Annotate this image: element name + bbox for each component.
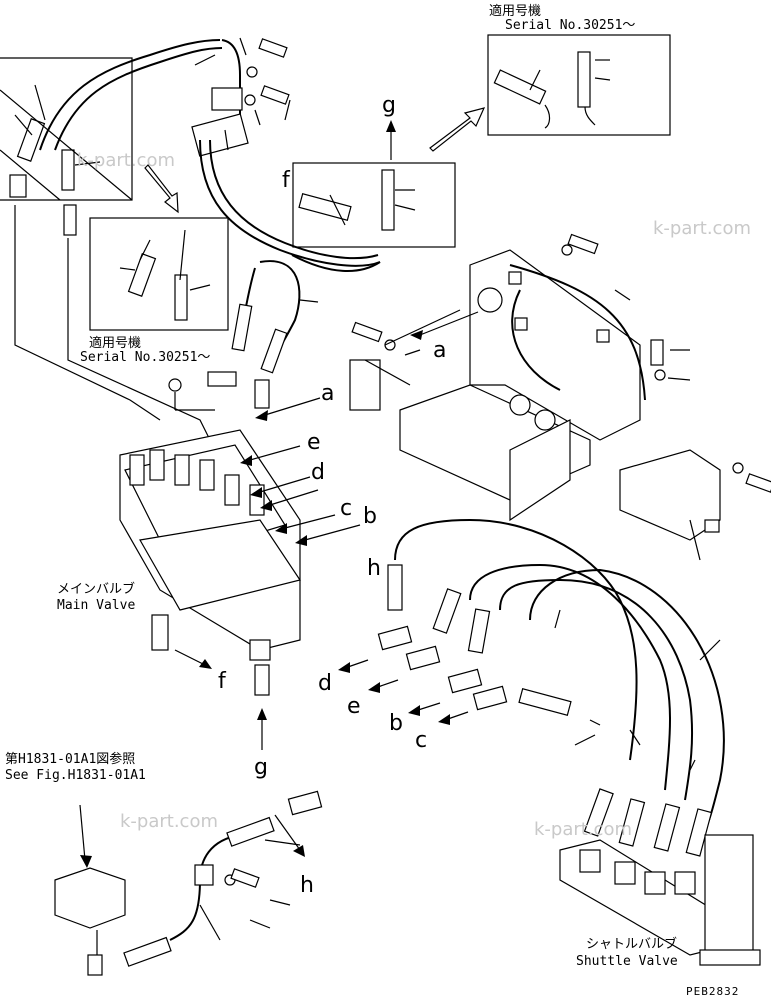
label-d-lower: d	[318, 671, 332, 696]
watermark-3: k-part.com	[120, 811, 218, 832]
box-mid-left-serial: Serial No.30251～	[80, 350, 211, 365]
see-fig-label-en: See Fig.H1831-01A1	[5, 768, 146, 783]
label-c-upper: c	[340, 496, 353, 521]
hose-top	[39, 39, 221, 151]
watermark-1: k-part.com	[77, 150, 175, 171]
block-bottom-left	[54, 867, 126, 929]
shuttle-valve-label-en: Shuttle Valve	[576, 954, 678, 969]
watermark-4: k-part.com	[534, 819, 632, 840]
box-top-right-serial: Serial No.30251～	[505, 18, 636, 33]
box-top-right-title: 適用号機	[489, 4, 542, 19]
label-b-upper: b	[363, 504, 377, 529]
label-d-upper: d	[311, 460, 325, 485]
bracket-drawing	[399, 249, 721, 541]
label-h-upper: h	[367, 556, 381, 581]
hose-top-2	[54, 47, 223, 151]
label-g-lower: g	[254, 755, 268, 780]
label-f-top: f	[282, 168, 290, 193]
box-mid-left-title: 適用号機	[89, 336, 142, 351]
label-a-right: a	[433, 338, 447, 363]
shuttle-valve-drawing	[559, 788, 761, 966]
label-f-lower: f	[218, 669, 226, 694]
label-e-lower: e	[347, 694, 361, 719]
label-c-lower: c	[415, 728, 428, 753]
drawing-code: PEB2832	[686, 985, 740, 998]
shuttle-valve-label-jp: シャトルバルブ	[586, 937, 678, 952]
label-h-lower: h	[300, 873, 314, 898]
main-valve-label-jp: メインバルブ	[57, 582, 136, 597]
arrow-to-box-top-right	[429, 107, 486, 152]
main-valve-drawing	[119, 429, 301, 696]
inset-box-top-left	[0, 57, 133, 201]
main-valve-label-en: Main Valve	[57, 598, 136, 613]
label-b-lower: b	[389, 711, 403, 736]
label-e-upper: e	[307, 430, 321, 455]
label-a-left: a	[321, 381, 335, 406]
arrow-to-box-mid-left	[144, 164, 179, 214]
watermark-2: k-part.com	[653, 218, 751, 239]
see-fig-label-jp: 第H1831-01A1図参照	[5, 752, 136, 767]
label-g-top: g	[382, 93, 396, 118]
